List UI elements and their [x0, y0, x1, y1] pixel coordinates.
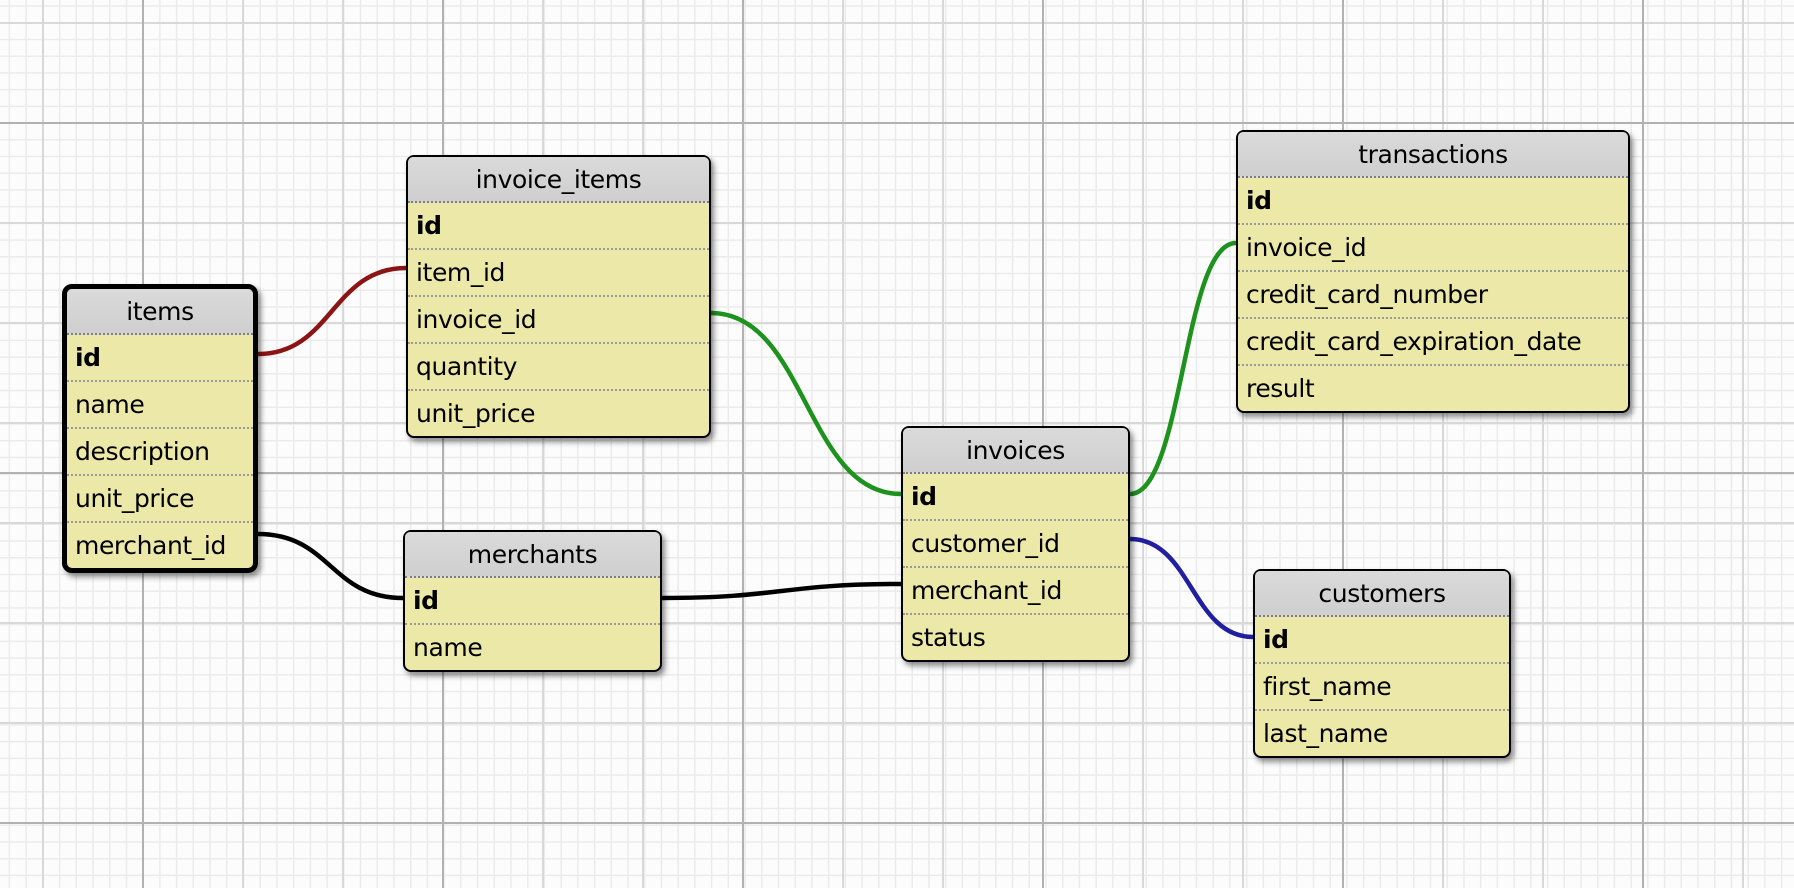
- field-transactions-result[interactable]: result: [1246, 374, 1315, 403]
- field-customers-first-name[interactable]: first_name: [1255, 664, 1509, 711]
- field-merchants-id[interactable]: id: [405, 578, 660, 625]
- field-items-id[interactable]: id: [67, 335, 253, 382]
- field-invoices-id[interactable]: id: [903, 474, 1128, 521]
- table-title-items[interactable]: items: [67, 289, 253, 335]
- field-invoices-status[interactable]: status: [911, 623, 986, 652]
- field-invoice_items-quantity[interactable]: quantity: [408, 344, 709, 391]
- field-merchants-name[interactable]: name: [413, 633, 483, 662]
- field-transactions-invoice-id[interactable]: invoice_id: [1238, 225, 1628, 272]
- field-items-merchant-id[interactable]: merchant_id: [75, 531, 226, 560]
- field-invoice_items-unit-price[interactable]: unit_price: [416, 399, 536, 428]
- field-customers-id[interactable]: id: [1255, 617, 1509, 664]
- relationship-merchants-id--invoices-merchant-id[interactable]: [659, 581, 904, 601]
- field-transactions-id[interactable]: id: [1238, 178, 1628, 225]
- relationship-invoices-customer-id--customers-id[interactable]: [1127, 536, 1256, 640]
- field-invoice_items-item-id[interactable]: item_id: [408, 250, 709, 297]
- table-title-invoices[interactable]: invoices: [903, 428, 1128, 474]
- relationship-items-id--invoice-items-item-id[interactable]: [255, 265, 409, 357]
- field-transactions-credit-card-expiration-date[interactable]: credit_card_expiration_date: [1238, 319, 1628, 366]
- field-items-description[interactable]: description: [67, 429, 253, 476]
- field-invoices-customer-id[interactable]: customer_id: [903, 521, 1128, 568]
- table-title-invoice_items[interactable]: invoice_items: [408, 157, 709, 203]
- relationship-invoice-items-invoice-id--invoices-id[interactable]: [708, 310, 904, 497]
- field-items-name[interactable]: name: [67, 382, 253, 429]
- field-transactions-credit-card-number[interactable]: credit_card_number: [1238, 272, 1628, 319]
- field-invoices-merchant-id[interactable]: merchant_id: [903, 568, 1128, 615]
- field-items-unit-price[interactable]: unit_price: [67, 476, 253, 523]
- field-invoice_items-id[interactable]: id: [408, 203, 709, 250]
- relationship-items-merchant-id--merchants-id[interactable]: [255, 531, 406, 601]
- table-title-transactions[interactable]: transactions: [1238, 132, 1628, 178]
- table-title-merchants[interactable]: merchants: [405, 532, 660, 578]
- field-customers-last-name[interactable]: last_name: [1263, 719, 1388, 748]
- field-invoice_items-invoice-id[interactable]: invoice_id: [408, 297, 709, 344]
- relationship-invoices-id--transactions-invoice-id[interactable]: [1127, 240, 1239, 497]
- table-title-customers[interactable]: customers: [1255, 571, 1509, 617]
